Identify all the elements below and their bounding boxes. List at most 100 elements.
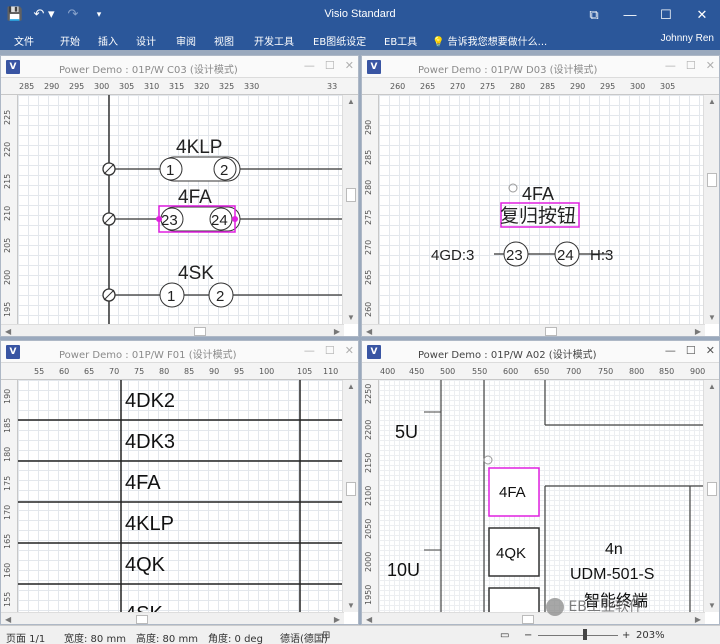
drawing-window-d03[interactable]: V Power Demo : 01P/W D03 (设计模式) —☐✕ 260 … (361, 55, 720, 337)
window-close-icon[interactable]: ✕ (705, 59, 715, 72)
tab-view[interactable]: 视图 (214, 37, 234, 48)
scroll-right-icon[interactable]: ▶ (333, 327, 340, 336)
contact-4sk[interactable]: 1 2 (159, 282, 234, 308)
window-minimize-icon[interactable]: — (303, 59, 315, 72)
drawing-window-a02[interactable]: V Power Demo : 01P/W A02 (设计模式) —☐✕ 400 … (361, 340, 720, 625)
drawing-window-f01[interactable]: V Power Demo : 01P/W F01 (设计模式) —☐✕ 55 6… (0, 340, 359, 625)
window-close-icon[interactable]: ✕ (705, 344, 715, 357)
device-box-4qk[interactable]: 4QK (488, 527, 540, 577)
window-maximize-icon[interactable]: ☐ (685, 59, 696, 72)
tab-home[interactable]: 开始 (60, 37, 80, 48)
maximize-button[interactable]: ☐ (660, 7, 672, 22)
tab-file[interactable]: 文件 (14, 37, 34, 48)
reset-button-block-selected[interactable]: 复归按钮 (500, 202, 580, 228)
scroll-thumb[interactable] (707, 482, 717, 496)
presentation-mode-icon[interactable]: ▭ (500, 630, 510, 641)
scroll-thumb[interactable] (346, 482, 356, 496)
tab-eb-tools[interactable]: EB工具 (384, 37, 418, 48)
horizontal-ruler[interactable]: 55 60 65 70 75 80 85 90 95 100 105 110 (1, 363, 358, 380)
rotation-handle-icon[interactable] (508, 183, 518, 193)
contact-4fa-selected[interactable]: 23 24 (156, 205, 241, 233)
device-label-4sk[interactable]: 4SK (178, 263, 214, 284)
table-row[interactable]: 4FA (125, 472, 161, 494)
window-maximize-icon[interactable]: ☐ (324, 344, 335, 357)
contact-4klp[interactable]: 1 2 (159, 156, 241, 182)
scroll-down-icon[interactable]: ▼ (347, 601, 355, 610)
scroll-thumb[interactable] (522, 615, 534, 624)
horizontal-ruler[interactable]: 400 450 500 550 600 650 700 750 800 850 … (362, 363, 719, 380)
scroll-left-icon[interactable]: ◀ (366, 615, 373, 624)
scroll-down-icon[interactable]: ▼ (347, 313, 355, 322)
drawing-canvas[interactable]: 4KLP 1 2 4FA 23 24 (18, 95, 343, 324)
scroll-right-icon[interactable]: ▶ (333, 615, 340, 624)
window-minimize-icon[interactable]: — (664, 59, 676, 72)
vertical-ruler[interactable]: 2250 2200 2150 2100 2050 2000 1950 (362, 380, 379, 612)
scroll-right-icon[interactable]: ▶ (694, 615, 701, 624)
scroll-thumb[interactable] (136, 615, 148, 624)
window-close-icon[interactable]: ✕ (344, 59, 354, 72)
ribbon-display-options-icon[interactable]: ⧉ (589, 7, 599, 22)
device-label-4fa[interactable]: 4FA (522, 184, 554, 204)
scroll-left-icon[interactable]: ◀ (5, 327, 12, 336)
device-label-4fa[interactable]: 4FA (178, 187, 212, 208)
tell-me-search[interactable]: 💡 告诉我您想要做什么... (432, 33, 547, 48)
horizontal-scrollbar[interactable]: ◀ ▶ (362, 324, 705, 336)
scroll-thumb[interactable] (707, 173, 717, 187)
scroll-down-icon[interactable]: ▼ (708, 313, 716, 322)
scroll-left-icon[interactable]: ◀ (5, 615, 12, 624)
vertical-scrollbar[interactable]: ▲ ▼ (342, 380, 358, 612)
contact-23-24[interactable]: 23 24 (503, 241, 580, 267)
scroll-up-icon[interactable]: ▲ (347, 382, 355, 391)
window-maximize-icon[interactable]: ☐ (324, 59, 335, 72)
connection-point[interactable] (156, 216, 162, 222)
drawing-canvas[interactable]: 4DK2 4DK3 4FA 4KLP 4QK 4SK (18, 380, 343, 612)
table-row[interactable]: 4QK (125, 554, 166, 576)
minimize-button[interactable]: — (623, 7, 637, 22)
scroll-up-icon[interactable]: ▲ (347, 97, 355, 106)
drawing-window-c03[interactable]: V Power Demo : 01P/W C03 (设计模式) —☐✕ 285 … (0, 55, 359, 337)
scroll-thumb[interactable] (545, 327, 557, 336)
drawing-canvas[interactable]: 4FA 复归按钮 4GD:3 23 24 H:3 (379, 95, 704, 324)
zoom-in-icon[interactable]: + (622, 630, 631, 641)
zoom-out-icon[interactable]: − (524, 630, 533, 641)
vertical-ruler[interactable]: 225 220 215 210 205 200 195 (1, 95, 18, 324)
table-row[interactable]: 4KLP (125, 513, 174, 535)
close-button[interactable]: ✕ (696, 7, 708, 22)
table-row[interactable]: 4SK (125, 603, 163, 612)
horizontal-ruler[interactable]: 260 265 270 275 280 285 290 295 300 305 (362, 78, 719, 95)
undo-icon[interactable]: ↶ ▾ (33, 6, 55, 21)
scroll-left-icon[interactable]: ◀ (366, 327, 373, 336)
zoom-slider-thumb[interactable] (583, 629, 587, 640)
scroll-right-icon[interactable]: ▶ (694, 327, 701, 336)
horizontal-scrollbar[interactable]: ◀ ▶ (1, 612, 344, 624)
vertical-scrollbar[interactable]: ▲ ▼ (703, 95, 719, 324)
disconnect-symbol[interactable] (102, 162, 116, 176)
tab-insert[interactable]: 插入 (98, 37, 118, 48)
customize-qat-icon[interactable]: ▾ (96, 9, 102, 19)
device-label-4klp[interactable]: 4KLP (176, 137, 222, 158)
device-box[interactable] (488, 587, 540, 612)
scroll-up-icon[interactable]: ▲ (708, 97, 716, 106)
table-row[interactable]: 4DK3 (125, 431, 175, 453)
drawing-canvas[interactable]: 5U 10U 4FA 4QK 4n UDM-501-S 智能终端 (379, 380, 704, 612)
tab-eb-drawing-settings[interactable]: EB图纸设定 (313, 37, 367, 48)
connection-point[interactable] (232, 216, 238, 222)
table-row[interactable]: 4DK2 (125, 390, 175, 412)
horizontal-ruler[interactable]: 285 290 295 300 305 310 315 320 325 330 … (1, 78, 358, 95)
scroll-thumb[interactable] (194, 327, 206, 336)
vertical-scrollbar[interactable]: ▲ ▼ (342, 95, 358, 324)
zoom-level[interactable]: 203% (636, 630, 665, 641)
zoom-slider[interactable] (538, 635, 618, 636)
vertical-ruler[interactable]: 290 285 280 275 270 265 260 (362, 95, 379, 324)
tab-review[interactable]: 审阅 (176, 37, 196, 48)
scroll-up-icon[interactable]: ▲ (708, 382, 716, 391)
scroll-thumb[interactable] (346, 188, 356, 202)
macro-record-icon[interactable]: ⊞ (322, 630, 331, 641)
scroll-down-icon[interactable]: ▼ (708, 601, 716, 610)
tab-developer[interactable]: 开发工具 (254, 37, 294, 48)
save-icon[interactable]: 💾 (6, 6, 24, 21)
redo-icon[interactable]: ↷ (67, 6, 79, 21)
rotation-handle-icon[interactable] (483, 455, 493, 465)
vertical-scrollbar[interactable]: ▲ ▼ (703, 380, 719, 612)
tab-design[interactable]: 设计 (136, 37, 156, 48)
